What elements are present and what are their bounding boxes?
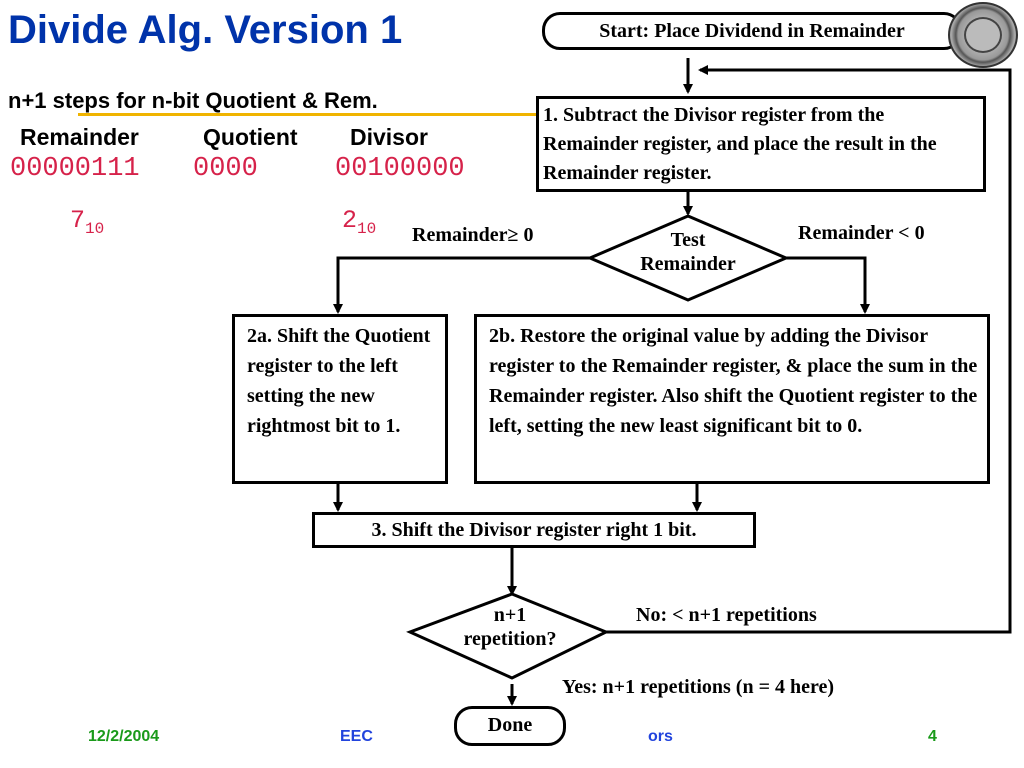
branch-lt-label: Remainder < 0 [798, 222, 925, 244]
remainder-value: 00000111 [10, 154, 140, 184]
repetition-diamond [406, 592, 610, 680]
slide-subtitle: n+1 steps for n-bit Quotient & Rem. [8, 88, 378, 113]
arrow-to-step2b [786, 256, 870, 314]
base-subscript: 10 [357, 220, 377, 238]
test-label-line1: Test [670, 229, 706, 251]
footer-date: 12/2/2004 [88, 728, 160, 745]
step1-text: 1. Subtract the Divisor register from th… [543, 104, 937, 184]
seal-center-icon [964, 17, 1002, 53]
test-remainder-diamond [586, 214, 790, 302]
step2a-box: 2a. Shift the Quotient register to the l… [232, 314, 448, 484]
university-seal-icon [948, 2, 1018, 68]
repetition-label-line2: repetition? [463, 628, 557, 650]
start-label: Start: Place Dividend in Remainder [599, 20, 905, 42]
slide-title: Divide Alg. Version 1 [8, 8, 403, 52]
yes-branch-label: Yes: n+1 repetitions (n = 4 here) [562, 676, 835, 698]
loop-back-line [606, 65, 1012, 634]
remainder-decimal-number: 7 [70, 206, 86, 235]
base-subscript: 10 [85, 220, 105, 238]
done-label: Done [487, 714, 533, 736]
quotient-header: Quotient [203, 124, 298, 150]
step2a-text: 2a. Shift the Quotient register to the l… [247, 325, 431, 437]
branch-ge-label: Remainder≥ 0 [412, 224, 534, 246]
step3-box: 3. Shift the Divisor register right 1 bi… [312, 512, 756, 548]
remainder-header: Remainder [20, 124, 139, 150]
quotient-value: 0000 [193, 154, 258, 184]
test-label-line2: Remainder [640, 253, 736, 275]
no-branch-label: No: < n+1 repetitions [636, 604, 817, 626]
title-rule [78, 113, 538, 116]
footer-course-right: ors [648, 728, 673, 745]
step1-box: 1. Subtract the Divisor register from th… [536, 96, 986, 192]
divisor-decimal: 210 [342, 206, 376, 238]
step3-text: 3. Shift the Divisor register right 1 bi… [371, 519, 697, 541]
divisor-value: 00100000 [335, 154, 465, 184]
footer-course-left: EEC [340, 728, 373, 745]
divisor-decimal-number: 2 [342, 206, 358, 235]
start-node: Start: Place Dividend in Remainder [542, 12, 962, 50]
remainder-decimal: 710 [70, 206, 104, 238]
test-remainder-label: Test Remainder [600, 228, 776, 276]
divisor-header: Divisor [350, 124, 428, 150]
step2b-box: 2b. Restore the original value by adding… [474, 314, 990, 484]
done-node: Done [454, 706, 566, 746]
repetition-label-line1: n+1 [493, 604, 527, 626]
step2b-text: 2b. Restore the original value by adding… [489, 325, 978, 437]
repetition-label: n+1 repetition? [430, 603, 590, 651]
arrow-to-step2a [333, 256, 590, 314]
footer-page-number: 4 [928, 728, 937, 745]
